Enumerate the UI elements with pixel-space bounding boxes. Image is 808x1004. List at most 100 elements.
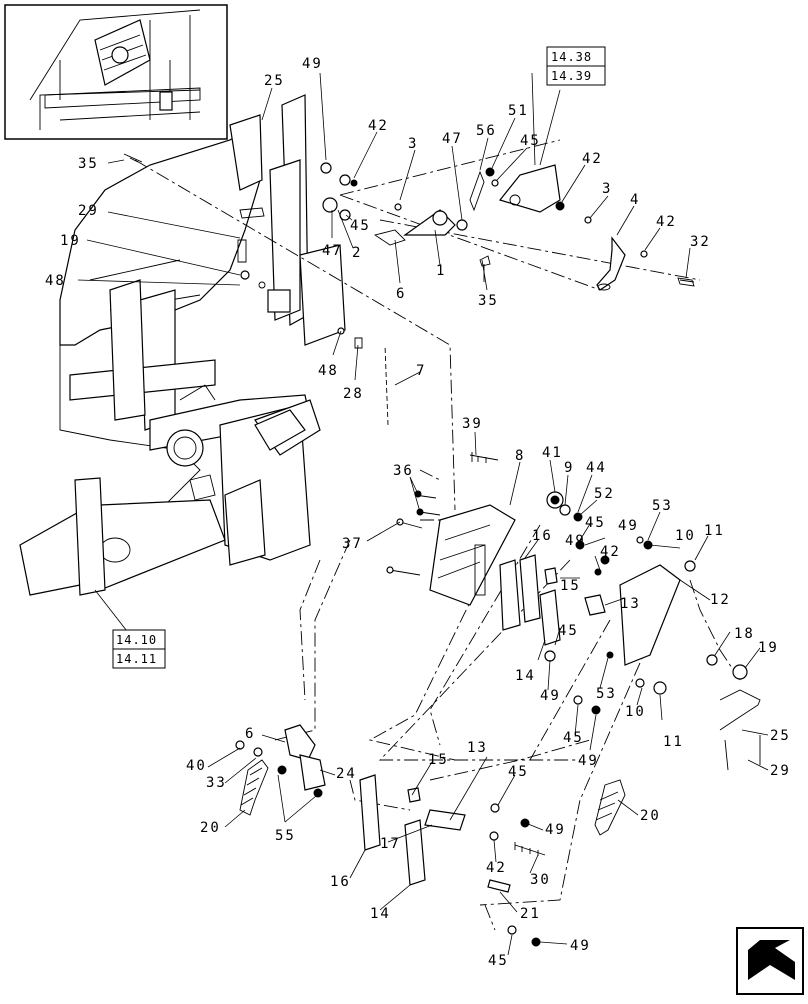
callout-17: 17 [380, 836, 401, 852]
callout-40: 40 [186, 758, 207, 774]
callout-28: 28 [343, 386, 364, 402]
lower-parts [235, 724, 626, 947]
callout-29: 29 [770, 763, 791, 779]
callout-42: 42 [656, 214, 677, 230]
upper-parts [123, 153, 695, 349]
callout-37: 37 [342, 536, 363, 552]
callout-19: 19 [60, 233, 81, 249]
callout-42: 42 [368, 118, 389, 134]
callout-53: 53 [652, 498, 673, 514]
callout-35: 35 [478, 293, 499, 309]
callout-41: 41 [542, 445, 563, 461]
callout-10: 10 [675, 528, 696, 544]
callout-25: 25 [770, 728, 791, 744]
leader-lines [77, 72, 769, 956]
callout-49: 49 [618, 518, 639, 534]
callout-14: 14 [370, 906, 391, 922]
callout-36: 36 [393, 463, 414, 479]
reference-box-14-10[interactable]: 14.10 14.11 [112, 629, 166, 669]
callout-10: 10 [625, 704, 646, 720]
assembly-lines [134, 139, 741, 931]
callout-11: 11 [704, 523, 725, 539]
callout-15: 15 [428, 752, 449, 768]
plate-21 [487, 879, 511, 893]
callout-48: 48 [45, 273, 66, 289]
callout-29: 29 [78, 203, 99, 219]
callout-16: 16 [532, 528, 553, 544]
callout-49: 49 [570, 938, 591, 954]
callout-33: 33 [206, 775, 227, 791]
callout-18: 18 [734, 626, 755, 642]
callout-1: 1 [436, 263, 446, 279]
callout-4: 4 [630, 192, 640, 208]
callout-6: 6 [396, 286, 406, 302]
next-page-arrow-icon[interactable] [736, 927, 804, 995]
callout-25: 25 [264, 73, 285, 89]
callout-44: 44 [586, 460, 607, 476]
callout-2: 2 [352, 245, 362, 261]
callout-47: 47 [322, 243, 343, 259]
inset-overview [4, 4, 228, 140]
callout-13: 13 [467, 740, 488, 756]
chain [384, 344, 389, 426]
callout-49: 49 [578, 753, 599, 769]
callout-16: 16 [330, 874, 351, 890]
reference-box-14-38[interactable]: 14.38 14.39 [546, 46, 606, 86]
callout-8: 8 [515, 448, 525, 464]
callout-42: 42 [600, 544, 621, 560]
main-frame [19, 94, 346, 596]
plate-16 [359, 774, 381, 851]
callout-45: 45 [585, 515, 606, 531]
callout-56: 56 [476, 123, 497, 139]
callout-6: 6 [245, 726, 255, 742]
callout-labels: 25 49 42 3 47 56 51 45 42 3 4 42 32 35 2… [45, 56, 791, 969]
callout-48: 48 [318, 363, 339, 379]
callout-45: 45 [558, 623, 579, 639]
callout-9: 9 [564, 460, 574, 476]
callout-7: 7 [416, 363, 426, 379]
callout-30: 30 [530, 872, 551, 888]
plate-14 [404, 819, 426, 886]
callout-14: 14 [515, 668, 536, 684]
callout-49: 49 [545, 822, 566, 838]
callout-49: 49 [302, 56, 323, 72]
callout-12: 12 [710, 592, 731, 608]
callout-42: 42 [486, 860, 507, 876]
callout-15: 15 [560, 578, 581, 594]
spring-20a [239, 759, 269, 816]
reference-bottom: 14.11 [116, 652, 157, 666]
pivot-arm [403, 209, 456, 236]
callout-32: 32 [690, 234, 711, 250]
callout-53: 53 [596, 686, 617, 702]
callout-20: 20 [200, 820, 221, 836]
callout-3: 3 [602, 181, 612, 197]
callout-45: 45 [508, 764, 529, 780]
reference-top: 14.38 [551, 50, 592, 64]
callout-51: 51 [508, 103, 529, 119]
curved-link [596, 236, 626, 291]
callout-13: 13 [620, 596, 641, 612]
callout-45: 45 [488, 953, 509, 969]
reference-bottom: 14.39 [551, 69, 592, 83]
plate-8 [429, 504, 516, 606]
callout-49: 49 [540, 688, 561, 704]
callout-24: 24 [336, 766, 357, 782]
callout-45: 45 [563, 730, 584, 746]
callout-55: 55 [275, 828, 296, 844]
bracket-24 [299, 754, 326, 791]
callout-21: 21 [520, 906, 541, 922]
callout-19: 19 [758, 640, 779, 656]
callout-52: 52 [594, 486, 615, 502]
bracket-plate [498, 164, 561, 213]
callout-35: 35 [78, 156, 99, 172]
callout-45: 45 [350, 218, 371, 234]
callout-11: 11 [663, 734, 684, 750]
callout-39: 39 [462, 416, 483, 432]
callout-20: 20 [640, 808, 661, 824]
reference-top: 14.10 [116, 633, 157, 647]
callout-47: 47 [442, 131, 463, 147]
center-plates [386, 452, 761, 771]
callout-3: 3 [408, 136, 418, 152]
